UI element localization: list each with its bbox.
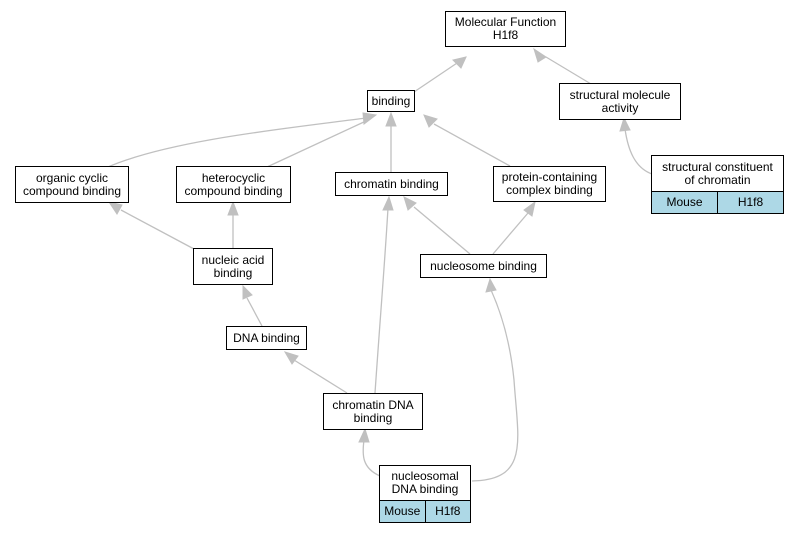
arrowhead-nucleic-acid bbox=[242, 284, 253, 300]
node-nucleosomal-dna-binding[interactable]: nucleosomal DNA binding bbox=[379, 465, 471, 501]
node-structural-constituent-of-chromatin[interactable]: structural constituent of chromatin bbox=[651, 155, 784, 192]
edge-structural-constituent-to-structural-molecule-activity bbox=[624, 128, 653, 175]
edge-chromatin-dna-to-dna-binding bbox=[293, 359, 348, 394]
arrowhead-chromatin-dna bbox=[358, 427, 370, 443]
edge-nucleic-acid-to-organic-cyclic bbox=[120, 209, 195, 250]
arrowhead-chromatin-binding bbox=[403, 196, 417, 211]
arrowhead-binding-right bbox=[423, 114, 438, 128]
edge-chromatin-dna-to-chromatin-binding bbox=[374, 207, 389, 394]
edge-nucleosome-to-protein-complex bbox=[492, 212, 529, 255]
arrowhead-heterocyclic bbox=[227, 200, 239, 216]
edge-dna-binding-to-nucleic-acid bbox=[246, 297, 263, 327]
node-protein-containing-complex-binding[interactable]: protein-containing complex binding bbox=[493, 166, 606, 202]
species-badge: Mouse bbox=[652, 192, 717, 213]
arrowhead-molecular-function-right bbox=[533, 47, 547, 63]
arrowhead-organic-cyclic bbox=[107, 201, 123, 215]
node-chromatin-binding[interactable]: chromatin binding bbox=[335, 172, 448, 196]
arrowhead-binding-center bbox=[385, 111, 397, 127]
gene-badge: H1f8 bbox=[717, 192, 783, 213]
edge-nucleosomal-dna-to-nucleosome bbox=[471, 289, 519, 482]
arrowhead-binding-left bbox=[362, 112, 378, 125]
node-dna-binding[interactable]: DNA binding bbox=[226, 326, 307, 350]
arrowhead-chromatin-binding-bottom bbox=[382, 195, 394, 211]
arrowhead-structural-molecule-activity bbox=[619, 116, 631, 132]
edge-nucleosomal-dna-to-chromatin-dna bbox=[362, 439, 381, 477]
node-structural-molecule-activity[interactable]: structural molecule activity bbox=[559, 83, 681, 120]
node-nucleosome-binding[interactable]: nucleosome binding bbox=[420, 254, 547, 278]
arrowhead-protein-complex bbox=[523, 200, 536, 217]
edge-organic-cyclic-to-binding bbox=[107, 117, 367, 168]
species-badge: Mouse bbox=[380, 501, 425, 522]
node-heterocyclic-compound-binding[interactable]: heterocyclic compound binding bbox=[176, 166, 291, 203]
arrowhead-dna-binding bbox=[283, 351, 299, 365]
arrowhead-molecular-function-left bbox=[452, 56, 467, 69]
edge-structural-molecule-activity-to-molecular-function bbox=[545, 56, 592, 85]
edge-heterocyclic-to-binding bbox=[266, 120, 367, 168]
node-binding[interactable]: binding bbox=[367, 90, 415, 112]
edge-protein-complex-to-binding bbox=[433, 123, 511, 167]
annotation-row-nucleosomal-dna: Mouse H1f8 bbox=[379, 501, 471, 523]
annotation-row-structural-constituent: Mouse H1f8 bbox=[651, 192, 784, 214]
gene-badge: H1f8 bbox=[424, 501, 470, 522]
node-organic-cyclic-compound-binding[interactable]: organic cyclic compound binding bbox=[15, 166, 129, 203]
edge-nucleosome-to-chromatin-binding bbox=[413, 206, 471, 255]
node-chromatin-dna-binding[interactable]: chromatin DNA binding bbox=[323, 393, 423, 430]
node-molecular-function[interactable]: Molecular Function H1f8 bbox=[445, 11, 566, 47]
node-nucleic-acid-binding[interactable]: nucleic acid binding bbox=[193, 248, 273, 285]
arrowhead-nucleosome bbox=[485, 277, 497, 293]
